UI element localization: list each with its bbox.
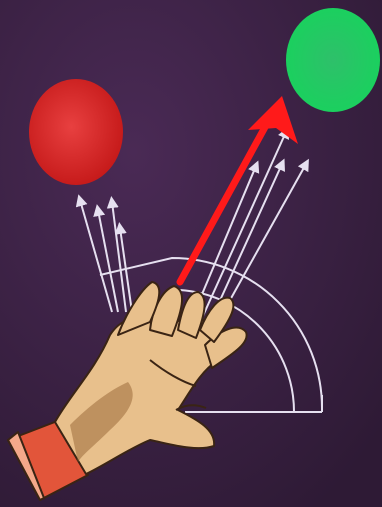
red-circle-icon	[29, 79, 123, 185]
green-circle-icon	[286, 8, 380, 112]
